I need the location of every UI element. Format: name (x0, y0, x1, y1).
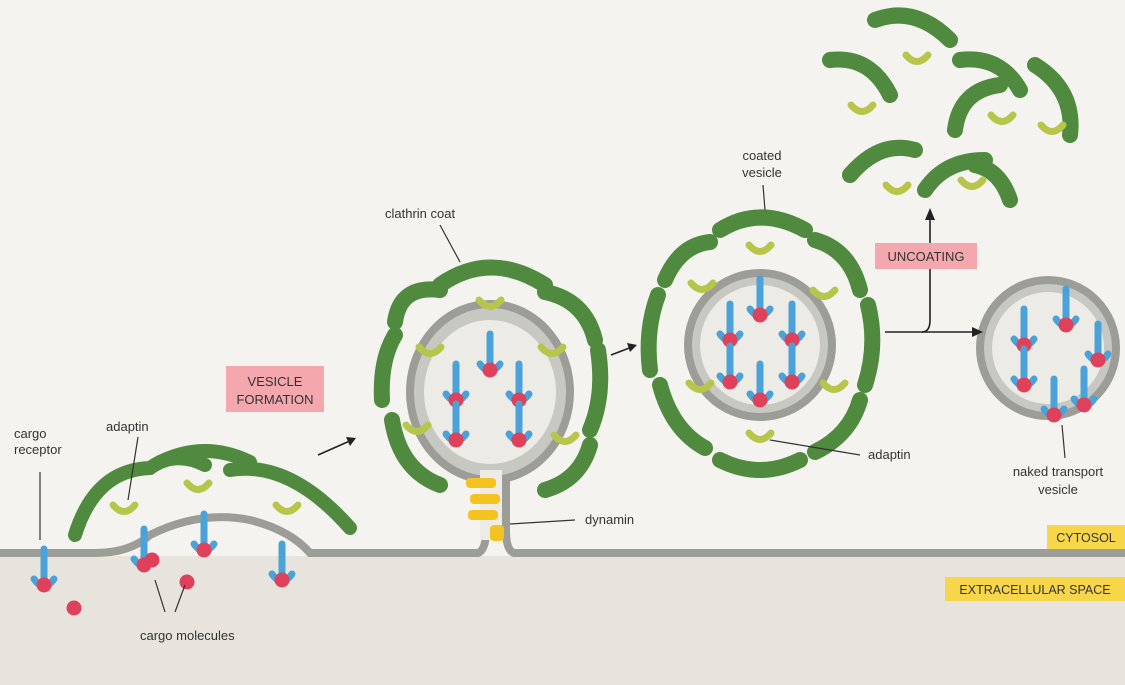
label-naked-vesicle-1: naked transport (1013, 464, 1104, 479)
label-uncoating: UNCOATING (887, 249, 964, 264)
label-cargo-receptor-1: cargo (14, 426, 47, 441)
extracellular-region (0, 556, 1125, 685)
label-extracellular-space: EXTRACELLULAR SPACE (959, 583, 1110, 597)
label-cargo-molecules: cargo molecules (140, 628, 235, 643)
pinching-vesicle (382, 268, 600, 542)
label-adaptin-right: adaptin (868, 447, 911, 462)
label-cytosol: CYTOSOL (1056, 531, 1116, 545)
naked-vesicle (980, 280, 1116, 423)
coated-vesicle (649, 218, 873, 471)
label-cargo-receptor-2: receptor (14, 442, 62, 457)
label-dynamin: dynamin (585, 512, 634, 527)
label-adaptin-left: adaptin (106, 419, 149, 434)
label-clathrin-coat: clathrin coat (385, 206, 455, 221)
label-coated-vesicle-1: coated (742, 148, 781, 163)
label-coated-vesicle-2: vesicle (742, 165, 782, 180)
label-vesicle-formation-2: FORMATION (236, 392, 313, 407)
label-vesicle-formation-1: VESICLE (248, 374, 303, 389)
label-naked-vesicle-2: vesicle (1038, 482, 1078, 497)
released-coat-proteins (830, 16, 1071, 201)
